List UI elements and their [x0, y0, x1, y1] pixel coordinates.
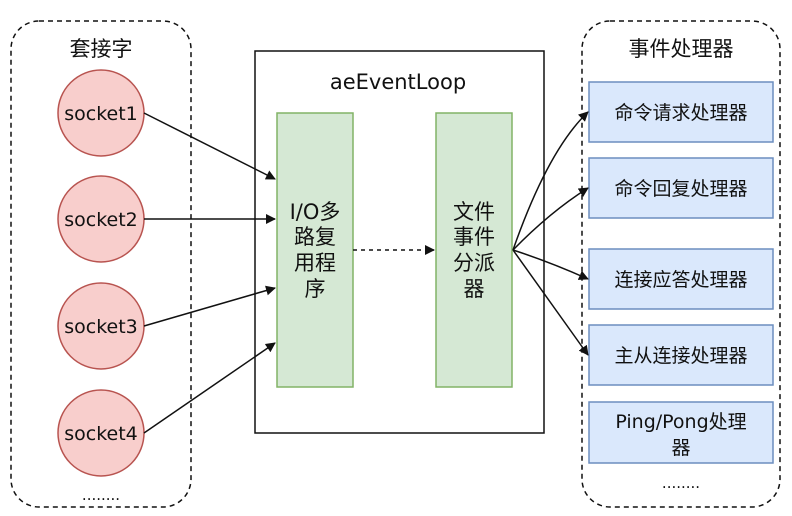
handler-master-slave: 主从连接处理器 — [588, 324, 774, 386]
socket-node-3: socket3 — [57, 282, 145, 370]
multiplexer-line-1: I/O多 — [290, 200, 341, 224]
sockets-panel-border — [10, 20, 192, 508]
socket-label: socket4 — [64, 423, 138, 445]
dispatcher-rect — [435, 112, 513, 388]
handlers-panel: 事件处理器 命令请求处理器 命令回复处理器 连接应答处理器 主从连接处理器 Pi… — [581, 20, 781, 508]
dispatcher-line-2: 事件 — [453, 225, 495, 249]
dispatcher-line-1: 文件 — [453, 200, 495, 224]
multiplexer-rect — [276, 112, 354, 388]
handler-ping-pong: Ping/Pong处理 器 — [588, 401, 774, 464]
event-loop-title: aeEventLoop — [330, 70, 466, 94]
sockets-more-ellipsis: ........ — [82, 486, 120, 504]
dispatcher-line-3: 分派 — [453, 251, 495, 275]
io-multiplexer-box: I/O多 路复 用程 序 — [276, 112, 354, 388]
handlers-panel-title: 事件处理器 — [629, 37, 734, 61]
socket-node-2: socket2 — [57, 175, 145, 263]
event-loop-box: aeEventLoop I/O多 路复 用程 序 文件 事件 分派 器 — [254, 50, 545, 434]
handler-label-line-2: 器 — [671, 437, 690, 459]
multiplexer-line-2: 路复 — [294, 225, 336, 249]
multiplexer-line-3: 用程 — [294, 251, 336, 275]
dispatcher-arrows — [512, 111, 589, 356]
socket-label: socket3 — [64, 316, 138, 338]
arrow-socket1-to-multiplexer — [143, 112, 276, 180]
handler-command-reply: 命令回复处理器 — [588, 157, 774, 219]
handler-label: 命令回复处理器 — [614, 178, 747, 200]
socket-label: socket1 — [64, 103, 138, 125]
handler-box — [588, 81, 774, 143]
handler-box — [588, 401, 774, 464]
arrow-socket3-to-multiplexer — [143, 285, 276, 327]
socket-arrows — [143, 112, 276, 434]
handler-label: 命令请求处理器 — [614, 102, 747, 124]
handler-box — [588, 157, 774, 219]
sockets-panel: 套接字 socket1 socket2 socket3 socket4 ....… — [10, 20, 192, 508]
dispatcher-line-4: 器 — [464, 277, 485, 301]
handler-box — [588, 248, 774, 310]
handler-box — [588, 324, 774, 386]
handler-connect-accept: 连接应答处理器 — [588, 248, 774, 310]
arrow-dispatcher-to-command-request — [512, 111, 589, 251]
handlers-panel-border — [581, 20, 781, 508]
handler-label: 主从连接处理器 — [614, 345, 747, 367]
socket-node-4: socket4 — [57, 389, 145, 477]
file-event-dispatcher-box: 文件 事件 分派 器 — [435, 112, 513, 388]
handlers-more-ellipsis: ........ — [662, 474, 700, 492]
socket-node-1: socket1 — [57, 69, 145, 157]
handler-command-request: 命令请求处理器 — [588, 81, 774, 143]
sockets-panel-title: 套接字 — [70, 37, 133, 61]
arrow-dispatcher-to-connect-accept — [512, 249, 589, 280]
arrow-dispatcher-to-master-slave — [512, 249, 589, 356]
handler-label: 连接应答处理器 — [614, 269, 747, 291]
handler-label-line-1: Ping/Pong处理 — [615, 411, 746, 433]
arrow-dispatcher-to-command-reply — [512, 187, 589, 251]
arrow-socket4-to-multiplexer — [143, 342, 276, 434]
multiplexer-line-4: 序 — [305, 277, 326, 301]
socket-label: socket2 — [64, 209, 138, 231]
